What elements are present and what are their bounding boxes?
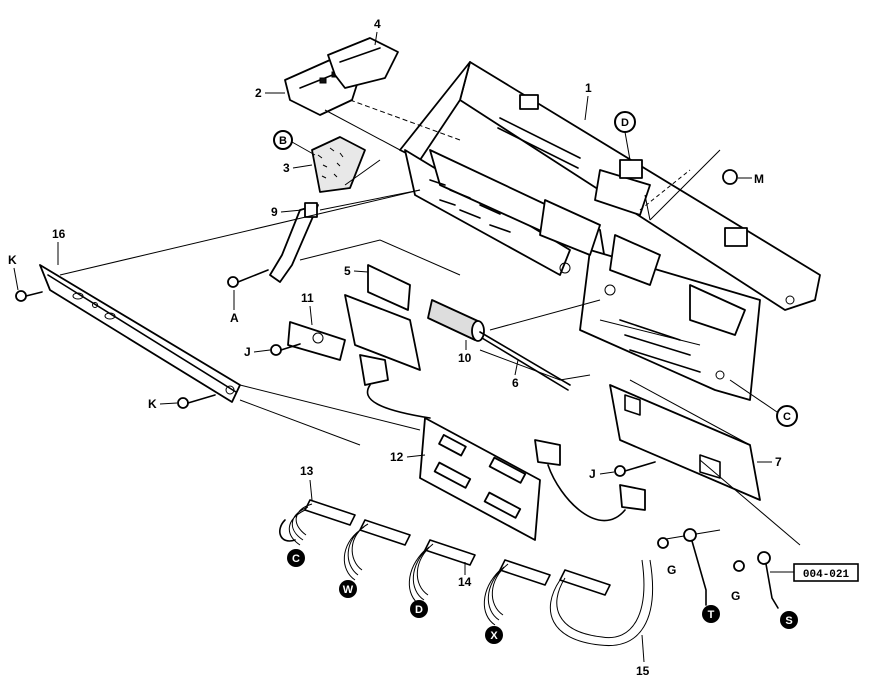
circle-label-b: B [273, 130, 316, 156]
foam-pad [311, 136, 366, 193]
circle-label-w: W [339, 580, 357, 598]
part-label-11: 11 [301, 291, 314, 305]
lever-part [269, 202, 319, 283]
bracket-parts [284, 37, 399, 116]
svg-text:D: D [621, 117, 629, 129]
fastener-label-m: M [754, 172, 764, 186]
connectors [359, 354, 646, 522]
part-label-13: 13 [300, 464, 314, 478]
fastener-label-g-1: G [667, 563, 676, 577]
part-label-10: 10 [458, 351, 472, 365]
circle-label-c-2: C [729, 379, 798, 427]
part-label-14: 14 [458, 575, 472, 589]
fastener-label-g-2: G [731, 589, 740, 603]
fastener-label-j-2: J [589, 467, 596, 481]
circle-label-s: S [780, 611, 798, 629]
circle-label-t: T [702, 605, 720, 623]
plates [287, 264, 761, 501]
circle-label-d-2: D [410, 600, 428, 618]
part-label-1: 1 [585, 81, 592, 95]
circle-label-c-1: C [287, 549, 305, 567]
part-label-3: 3 [283, 161, 290, 175]
side-rail [39, 264, 241, 403]
part-label-2: 2 [255, 86, 262, 100]
roller-and-shaft [427, 299, 571, 391]
fastener-letter-labels: A G G J J K K M [8, 172, 764, 603]
fasteners [15, 169, 779, 609]
part-label-6: 6 [512, 376, 519, 390]
ribbon-cables [279, 499, 654, 647]
fastener-label-k-2: K [148, 397, 157, 411]
svg-text:T: T [708, 609, 715, 621]
svg-text:B: B [279, 135, 287, 147]
circled-reference-labels: B C C D D S T W [273, 111, 798, 644]
part-number-labels: 1 2 3 4 5 6 7 9 10 11 12 13 14 15 16 [52, 17, 782, 678]
svg-text:D: D [415, 604, 423, 616]
svg-text:X: X [490, 630, 498, 642]
part-label-15: 15 [636, 664, 650, 678]
reference-code-text: 004-021 [803, 569, 850, 581]
leader-lines [59, 99, 801, 546]
main-frame-assembly [399, 61, 821, 401]
circle-label-d-1: D [614, 111, 636, 161]
svg-text:W: W [343, 584, 354, 596]
part-label-5: 5 [344, 264, 351, 278]
fastener-label-k-1: K [8, 253, 17, 267]
circle-label-x: X [485, 626, 503, 644]
fastener-label-a: A [230, 311, 239, 325]
svg-text:C: C [292, 553, 300, 565]
fastener-label-j-1: J [244, 345, 251, 359]
part-label-4: 4 [374, 17, 381, 31]
circuit-board [419, 417, 541, 541]
svg-text:C: C [783, 411, 791, 423]
part-label-12: 12 [390, 450, 404, 464]
reference-code-box: 004-021 [770, 563, 859, 582]
svg-text:S: S [785, 615, 792, 627]
part-label-16: 16 [52, 227, 66, 241]
part-label-7: 7 [775, 455, 782, 469]
part-label-9: 9 [271, 205, 278, 219]
